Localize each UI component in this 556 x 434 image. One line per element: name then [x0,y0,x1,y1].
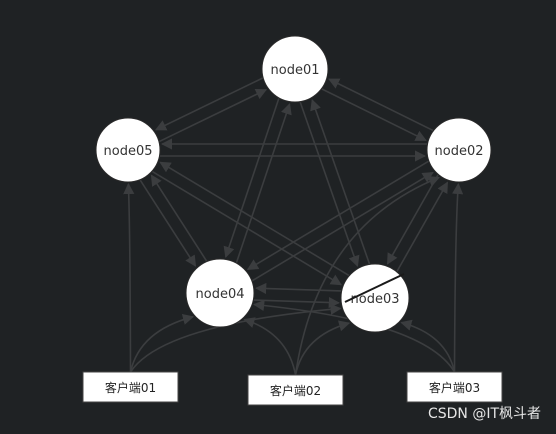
node-node02[interactable]: node02 [426,117,492,183]
edge-client01-to-node04 [129,313,195,373]
client-box-client03[interactable]: 客户端03 [406,371,503,403]
client-label: 客户端01 [105,380,156,395]
edge-client02-to-node02 [294,176,441,376]
edge-node01-to-node05 [154,77,264,131]
edge-client03-to-node04 [253,299,456,373]
node-circle [261,35,329,103]
node-circle [185,258,255,328]
edges-layer [123,77,464,376]
node-node04[interactable]: node04 [185,258,255,328]
edge-node01-to-node03 [299,101,360,268]
client-box [247,374,344,406]
watermark-text: CSDN @IT枫斗者 [428,406,541,422]
edge-client03-to-node03 [400,319,456,373]
edge-node04-to-node01 [235,103,292,263]
edge-node02-to-node01 [328,78,434,132]
edge-client01-to-node05 [123,182,135,373]
edge-client02-to-node04 [243,317,297,376]
client-box [82,371,179,403]
edge-node03-to-node01 [310,99,371,265]
node-node01[interactable]: node01 [261,35,329,103]
client-box-client02[interactable]: 客户端02 [247,374,344,406]
node-node05[interactable]: node05 [95,117,161,183]
node-circle [426,117,492,183]
edge-node05-to-node03 [151,170,342,286]
edge-node05-to-node01 [159,88,268,143]
edge-node02-to-node04 [246,160,429,271]
edge-node04-to-node02 [251,171,434,282]
node-label: node01 [271,63,320,78]
node-label: node04 [196,287,245,302]
node-circle [340,263,410,333]
node-strikethrough [344,273,405,303]
edge-node01-to-node02 [321,88,427,142]
node-circle [95,117,161,183]
client-box [406,371,503,403]
edge-client01-to-node03 [129,303,342,373]
edge-client02-to-node03 [294,320,351,376]
edge-node04-to-node05 [150,174,208,262]
client-label: 客户端03 [429,380,480,395]
edge-node04-to-node03 [253,296,340,309]
node-label: node03 [351,292,400,307]
client-box-client01[interactable]: 客户端01 [82,371,179,403]
nodes-layer: node01 node02 node03 node04 node05 [95,35,492,333]
node-label: node02 [435,144,484,159]
edge-node03-to-node05 [159,161,350,277]
edge-node03-to-node04 [255,282,342,295]
edge-node03-to-node02 [396,181,449,272]
node-label: node05 [104,144,153,159]
edge-client03-to-node02 [452,182,464,373]
edge-node02-to-node03 [386,174,439,265]
node-node03[interactable]: node03 [340,263,410,333]
clients-layer: 客户端01 客户端02 客户端03 [82,371,503,406]
edge-node05-to-node04 [139,179,197,267]
client-label: 客户端02 [270,383,321,398]
edge-node01-to-node04 [223,98,280,259]
